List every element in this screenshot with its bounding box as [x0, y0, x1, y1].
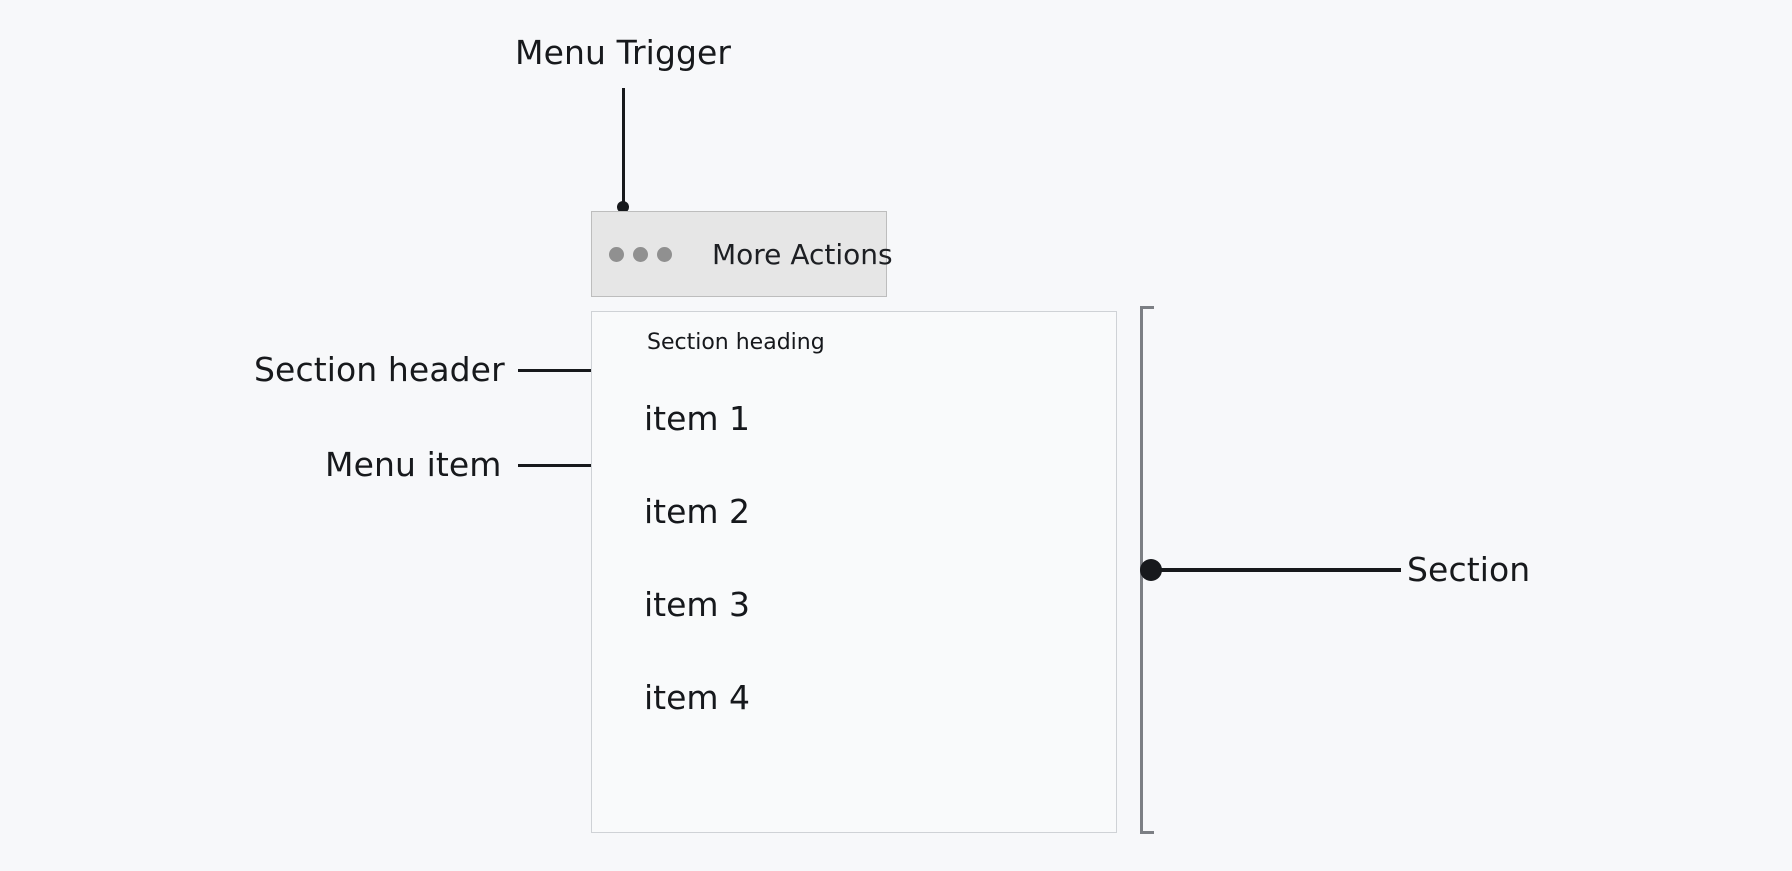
annotation-dot-menu-trigger	[617, 201, 629, 213]
annotation-label-section-header: Section header	[254, 350, 505, 389]
ellipsis-dot-1	[609, 246, 624, 262]
annotation-dot-section	[1140, 559, 1162, 581]
ellipsis-horizontal-icon	[609, 246, 672, 262]
annotation-leader-line-section-header	[518, 369, 640, 372]
annotation-leader-line-menu-trigger	[622, 88, 625, 206]
menu-item[interactable]: item 2	[644, 492, 751, 531]
dropdown-menu-panel: Section heading item 1 item 2 item 3 ite…	[591, 311, 1117, 833]
ellipsis-dot-2	[633, 246, 648, 262]
annotation-label-menu-trigger: Menu Trigger	[515, 33, 732, 72]
menu-section-heading: Section heading	[647, 330, 825, 355]
annotation-label-menu-item: Menu item	[325, 445, 502, 484]
menu-item[interactable]: item 3	[644, 585, 751, 624]
more-actions-trigger-label: More Actions	[712, 237, 893, 271]
more-actions-trigger-button[interactable]: More Actions	[591, 211, 893, 297]
annotation-label-section: Section	[1407, 550, 1531, 589]
annotation-leader-line-section	[1155, 568, 1401, 572]
annotation-leader-line-menu-item	[518, 464, 640, 467]
ellipsis-dot-3	[657, 246, 672, 262]
menu-item[interactable]: item 1	[644, 399, 751, 438]
menu-item[interactable]: item 4	[644, 678, 751, 717]
